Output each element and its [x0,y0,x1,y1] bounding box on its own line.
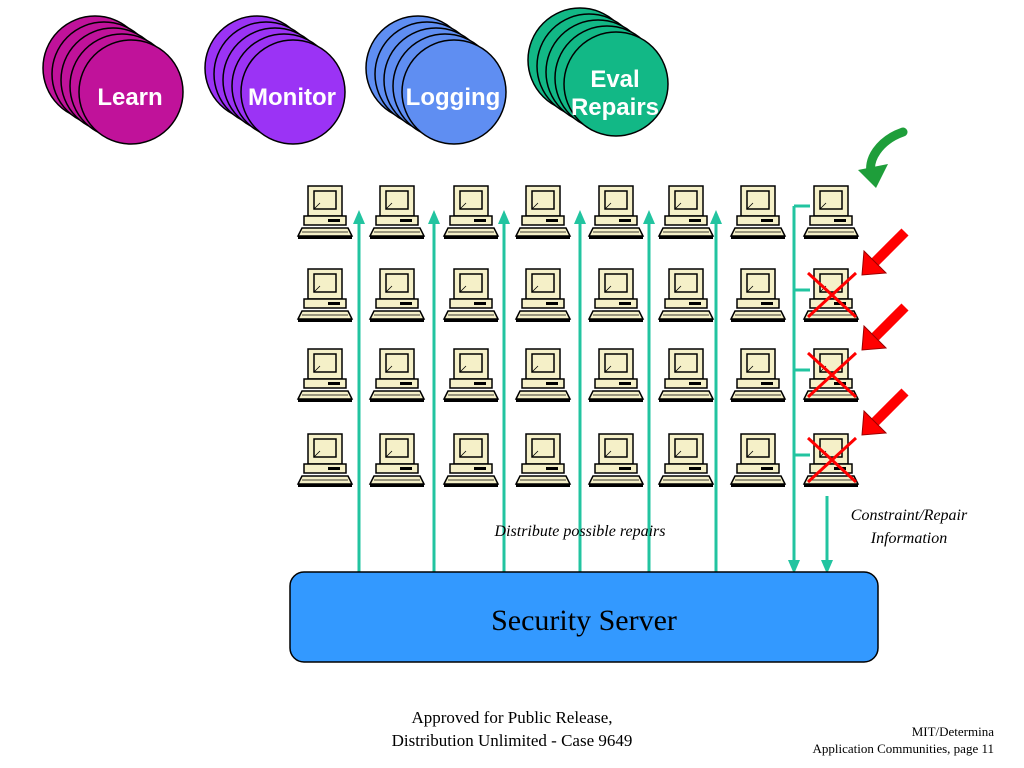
computer-icon [297,433,353,488]
computer-grid [297,185,859,488]
stage-label-learn: Learn [97,84,162,111]
computer-icon [443,348,499,403]
stage-badge-logging: Logging [365,15,507,145]
distribute-repairs-label: Distribute possible repairs [494,523,666,540]
security-server-label: Security Server [491,604,677,637]
attack-arrow-icon [861,388,909,436]
constraint-info-label: Information [870,530,947,547]
computer-icon [803,185,859,240]
computer-icon [588,348,644,403]
up-arrow [643,210,655,572]
down-arrow [821,496,833,574]
up-arrow [428,210,440,572]
up-arrow [498,210,510,572]
computer-icon [730,348,786,403]
stage-badge-learn: Learn [42,15,184,145]
page-footer: MIT/Determina Application Communities, p… [813,723,995,757]
computer-icon [443,268,499,323]
stage-badge-monitor: Monitor [204,15,346,145]
footer-org: MIT/Determina [911,724,994,739]
computer-icon [658,268,714,323]
bidirectional-arrow [788,206,800,574]
attack-arrow-icon [861,303,909,351]
computer-icon [515,185,571,240]
computer-icon [588,433,644,488]
feedback-connectors [794,204,810,457]
stage-label-repairs: Repairs [571,94,659,121]
footer-page: Application Communities, page 11 [812,741,995,756]
computer-icon [658,433,714,488]
failure-x-icon [806,351,858,399]
stage-label-monitor: Monitor [248,84,336,111]
release-notice: Approved for Public Release, Distributio… [300,706,724,752]
computer-icon [588,185,644,240]
attack-arrow-icon [861,228,909,276]
computer-icon [443,185,499,240]
constraint-repair-label: Constraint/Repair [851,507,968,524]
attack-arrows [861,228,909,436]
stage-label-logging: Logging [406,84,501,111]
release-line-1: Approved for Public Release, [411,708,613,727]
computer-icon [730,185,786,240]
computer-icon [588,268,644,323]
stage-label-eval: Eval [590,66,639,93]
computer-icon [658,185,714,240]
computer-icon [297,268,353,323]
failure-x-icon [806,436,858,484]
success-arrow-icon [858,127,908,188]
failure-marks [806,271,858,484]
failure-x-icon [806,271,858,319]
release-line-2: Distribution Unlimited - Case 9649 [391,731,633,750]
computer-icon [297,185,353,240]
computer-icon [515,348,571,403]
up-arrow [710,210,722,572]
computer-icon [369,185,425,240]
up-arrow [353,210,365,572]
stage-badge-eval-repairs: Eval Repairs [527,7,669,137]
stage-badges: Learn Monitor Logging [42,7,669,145]
computer-icon [369,433,425,488]
computer-icon [369,348,425,403]
computer-icon [443,433,499,488]
distribution-arrows [353,206,833,574]
computer-icon [658,348,714,403]
up-arrow [574,210,586,572]
computer-icon [730,268,786,323]
computer-icon [369,268,425,323]
computer-icon [297,348,353,403]
computer-icon [730,433,786,488]
security-server: Security Server [289,571,879,663]
computer-icon [515,268,571,323]
computer-icon [515,433,571,488]
